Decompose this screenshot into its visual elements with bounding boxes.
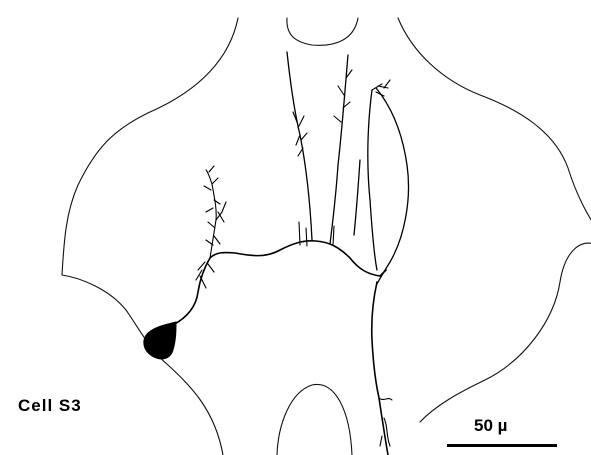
tissue-outlines (62, 18, 591, 455)
cell-label: Cell S3 (18, 396, 82, 416)
fiber-2 (330, 55, 348, 244)
scale-bar-label: 50 µ (474, 416, 507, 436)
upper-right-outline (398, 18, 591, 228)
dendritic-tree (196, 166, 226, 288)
lower-left-outline (62, 275, 223, 455)
descending-axon-path (372, 282, 388, 455)
neuron-processes (173, 166, 386, 325)
short-fiber-stubs (299, 222, 334, 246)
cell-body (144, 322, 176, 359)
fiber-4 (376, 88, 408, 284)
lower-right-outline (420, 243, 591, 422)
fiber-5 (354, 160, 360, 235)
horizontal-process (173, 241, 386, 325)
upper-pocket-outline (287, 18, 358, 45)
descending-axon (372, 282, 392, 455)
scale-bar (447, 444, 557, 447)
fiber-3 (368, 90, 377, 270)
fiber-1 (287, 52, 312, 240)
vertical-fibers (287, 52, 408, 284)
lower-pocket-outline (277, 384, 352, 455)
upper-left-outline (62, 18, 238, 275)
